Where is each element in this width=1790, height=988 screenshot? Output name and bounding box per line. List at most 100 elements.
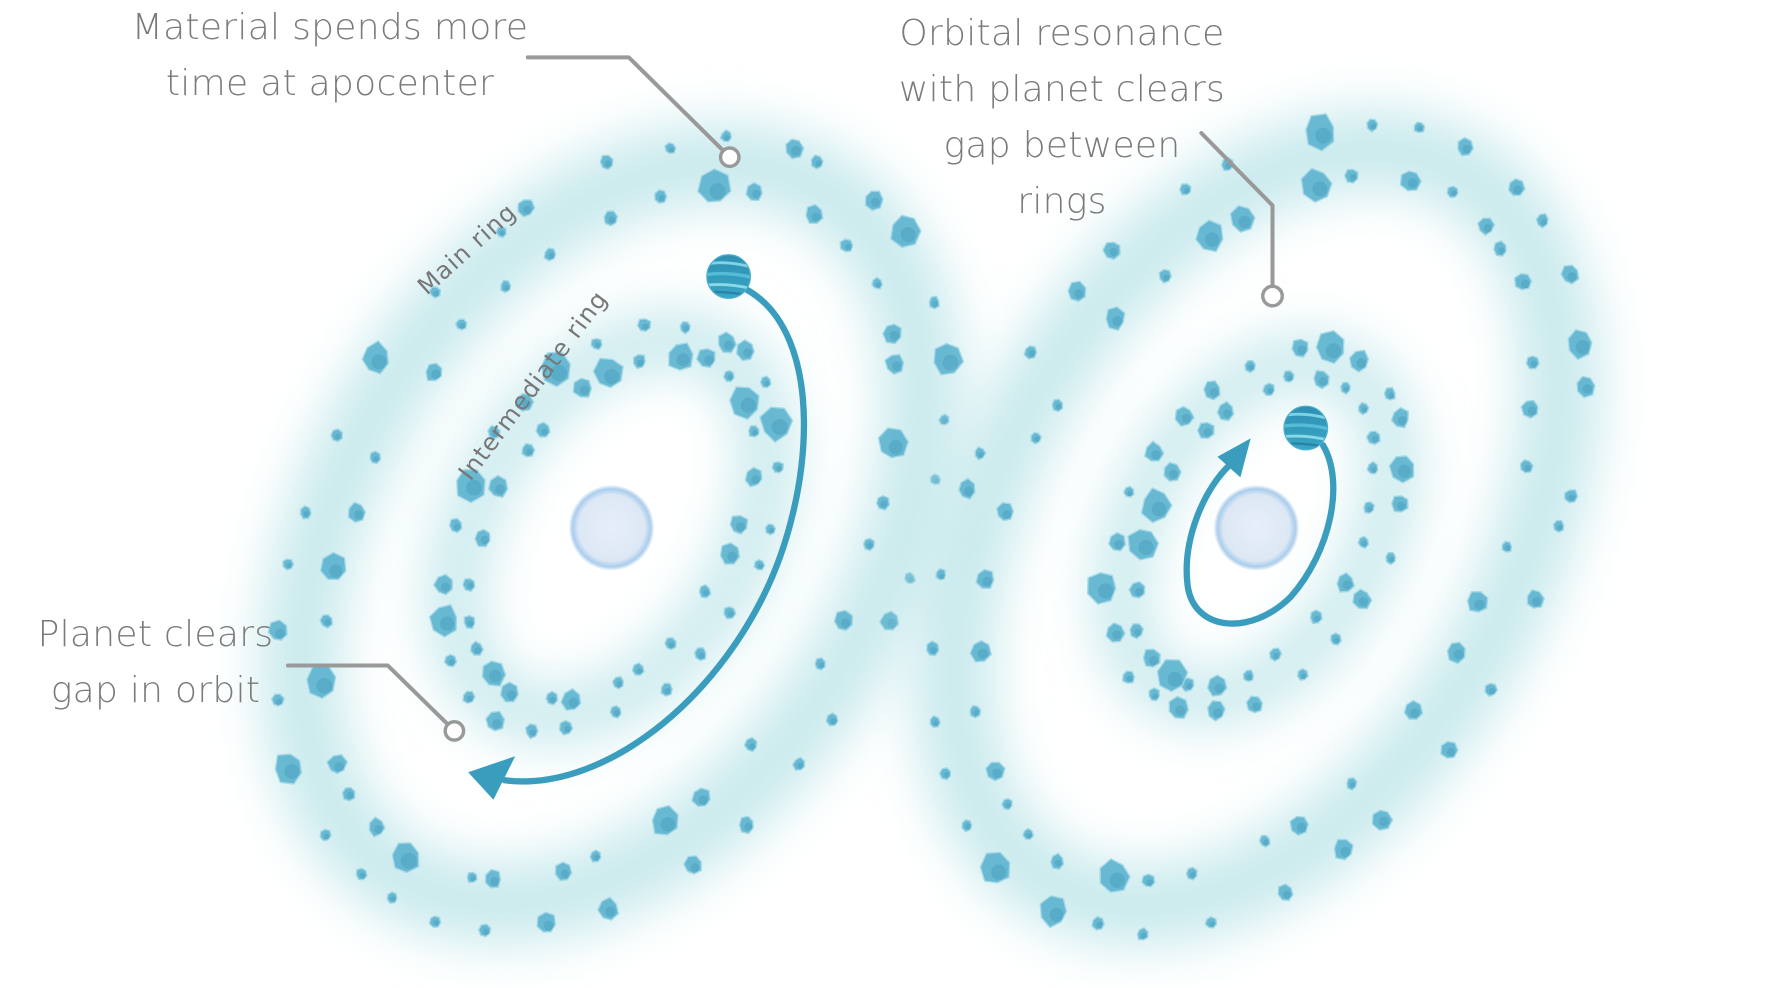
rock-shade	[1005, 802, 1012, 808]
rock	[590, 337, 603, 351]
rock-shade	[1167, 671, 1183, 687]
rock-shade	[616, 681, 623, 688]
rock	[535, 421, 551, 438]
rock-shade	[992, 768, 1002, 778]
rock-shade	[1134, 629, 1142, 636]
rock-shade	[1505, 545, 1511, 551]
rock-shade	[604, 369, 620, 385]
rock-shade	[467, 620, 474, 627]
rock-shade	[1530, 360, 1537, 367]
rock-shade	[390, 896, 396, 902]
rock-shade	[490, 877, 500, 886]
rock-shade	[1532, 596, 1542, 606]
rock-shade	[1349, 173, 1357, 181]
rock	[1560, 264, 1580, 285]
rock-shade	[1112, 630, 1122, 640]
rock-shade	[480, 535, 490, 545]
rock-shade	[1417, 125, 1423, 132]
rock-shade	[933, 720, 939, 727]
rock	[882, 323, 903, 345]
rock	[1371, 809, 1394, 831]
rock	[693, 646, 707, 662]
rock-shade	[1282, 890, 1291, 899]
rock-shade	[1213, 708, 1223, 718]
leader-apocenter	[525, 55, 741, 169]
rock	[589, 849, 602, 863]
rock	[979, 851, 1011, 884]
rock-shade	[499, 230, 505, 236]
rock-shade	[1109, 872, 1125, 888]
rock-shade	[1297, 345, 1307, 355]
rock	[735, 339, 755, 362]
rock-shade	[830, 718, 837, 725]
rock	[1305, 113, 1335, 152]
rock	[599, 154, 614, 171]
rock	[1242, 669, 1255, 683]
rock	[1399, 170, 1422, 192]
rock	[1520, 399, 1539, 419]
rock-shade	[1389, 556, 1395, 563]
rock	[1277, 883, 1294, 902]
rock	[485, 710, 506, 732]
rock	[1501, 540, 1513, 553]
rock	[319, 828, 332, 842]
rock	[448, 517, 463, 534]
rock	[1051, 398, 1064, 413]
rock	[572, 377, 593, 398]
rock	[1178, 183, 1192, 196]
rock-shade	[875, 282, 882, 288]
rock	[695, 348, 716, 369]
rock	[545, 690, 559, 706]
rock-shade	[676, 353, 690, 367]
rock-shade	[1151, 450, 1161, 460]
rock	[386, 891, 398, 905]
rock	[759, 375, 772, 389]
rock	[1383, 386, 1396, 401]
rock-shade	[543, 920, 554, 931]
rock-shade	[1296, 822, 1307, 833]
rock-shade	[1333, 637, 1340, 644]
rock	[1206, 700, 1226, 722]
rock	[524, 723, 539, 740]
rock	[903, 571, 917, 585]
rock-shade	[963, 486, 974, 496]
rock	[319, 613, 334, 629]
rock-shade	[888, 439, 904, 455]
rock-shade	[1397, 501, 1406, 511]
rock	[738, 815, 754, 835]
rock	[1158, 268, 1173, 284]
rock-shade	[374, 825, 383, 834]
rock-shade	[1407, 177, 1418, 189]
rock-shade	[1312, 181, 1328, 197]
rock	[1567, 328, 1593, 361]
rock	[878, 610, 900, 631]
orbit-arrowhead-right	[1217, 438, 1251, 478]
rock-shade	[840, 618, 851, 628]
rock-shade	[523, 205, 532, 214]
rock	[651, 804, 679, 836]
rock-shade	[757, 563, 764, 569]
rock-shade	[284, 764, 300, 779]
rock	[299, 505, 312, 520]
rock-shade	[1446, 748, 1456, 757]
rock	[890, 214, 922, 249]
rock-shade	[1109, 247, 1118, 257]
rock-shade	[1568, 494, 1576, 502]
rock	[654, 189, 668, 204]
rock-shade	[608, 216, 616, 224]
callout-apocenter-line: Material spends more	[131, 7, 529, 48]
rock-shade	[400, 852, 417, 869]
rock-shade	[1343, 386, 1350, 392]
rock	[938, 413, 950, 426]
rock-shade	[1318, 377, 1328, 386]
rock	[1535, 212, 1549, 229]
rock-shade	[1184, 188, 1190, 194]
rock-shade	[548, 252, 555, 259]
rock-shade	[346, 792, 354, 799]
rock-shade	[664, 688, 671, 695]
rock-shade	[1138, 539, 1154, 555]
rock-shade	[529, 729, 537, 736]
rock-shade	[1370, 123, 1377, 130]
intermediate-ring-glow-left	[426, 310, 797, 746]
rock-shade	[1582, 383, 1593, 394]
